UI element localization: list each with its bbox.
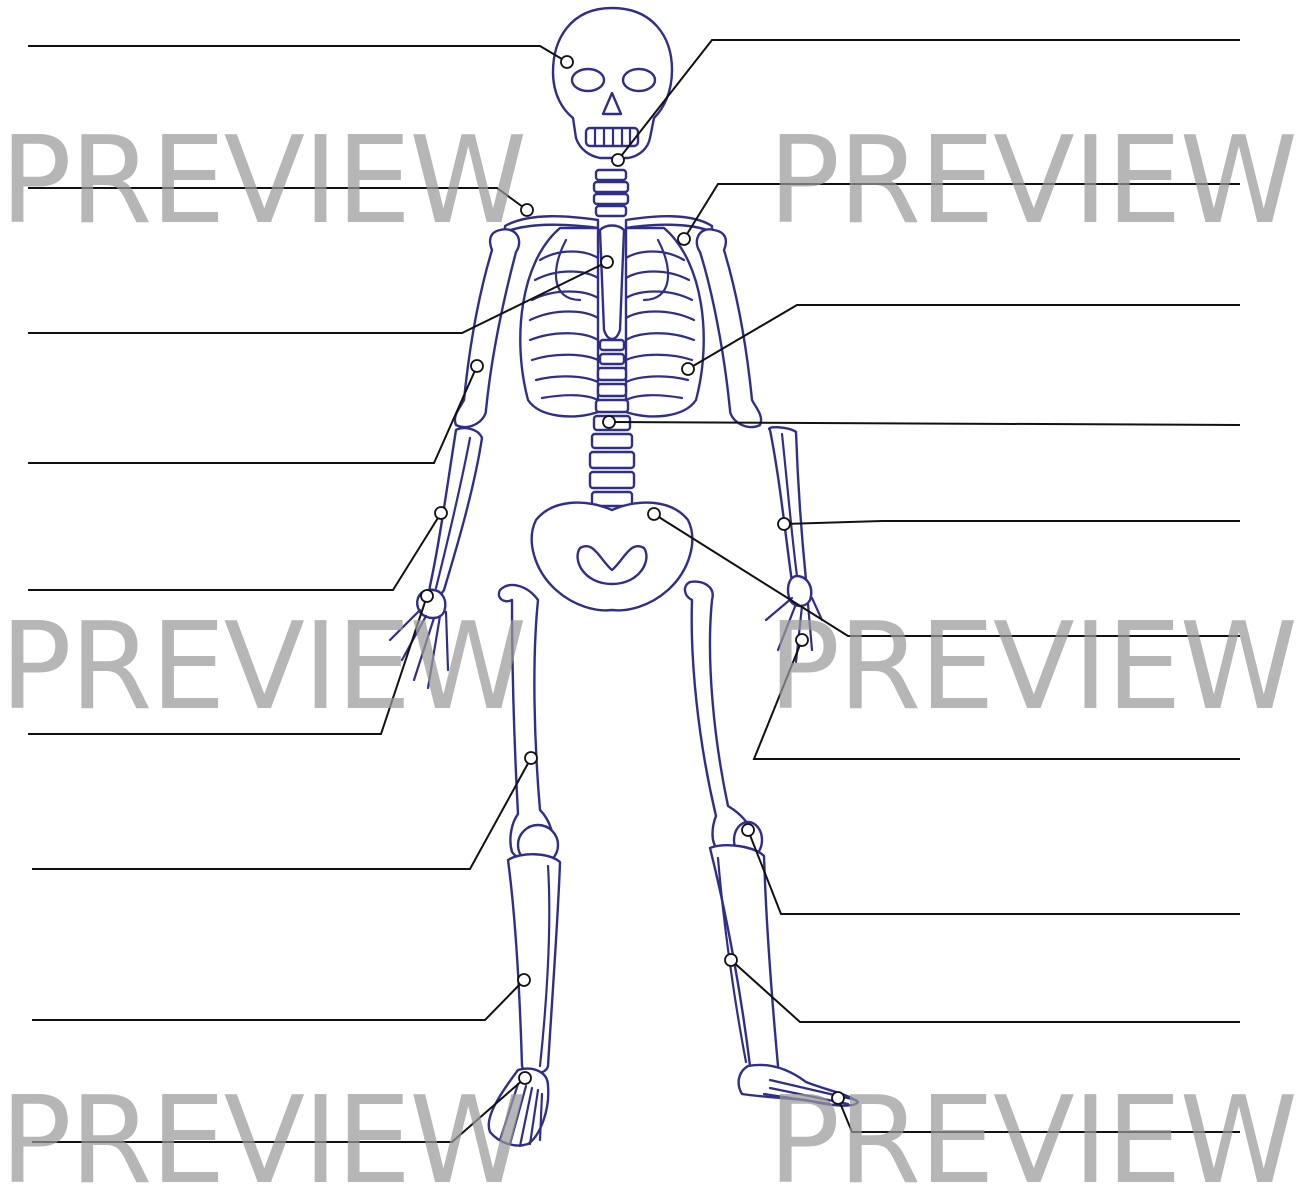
watermark-top-right: PREVIEW: [768, 112, 1296, 251]
leader-tibia: [32, 980, 524, 1020]
leader-radius: [28, 513, 441, 590]
watermark-middle-left: PREVIEW: [0, 598, 525, 737]
right-humerus: [697, 229, 761, 427]
sternum: [600, 226, 624, 340]
skull: [553, 8, 672, 158]
leader-fibula: [731, 960, 1240, 1022]
watermark-bottom-left: PREVIEW: [0, 1072, 525, 1191]
watermark-middle-right: PREVIEW: [768, 598, 1296, 737]
leader-ribs: [688, 305, 1240, 369]
right-femur: [685, 582, 754, 854]
left-tibia: [508, 854, 560, 1073]
leader-skull: [28, 46, 567, 62]
left-humerus: [455, 229, 519, 427]
leader-ulna: [784, 521, 1240, 524]
pelvis: [532, 503, 693, 611]
right-forearm: [769, 427, 806, 588]
watermark-bottom-right: PREVIEW: [768, 1072, 1296, 1191]
leader-patella: [748, 830, 1240, 914]
leader-humerus: [28, 366, 477, 463]
watermark-top-left: PREVIEW: [0, 112, 525, 251]
leader-vertebral-column: [609, 422, 1240, 425]
leader-femur: [32, 758, 531, 869]
cervical-spine: [594, 170, 628, 216]
